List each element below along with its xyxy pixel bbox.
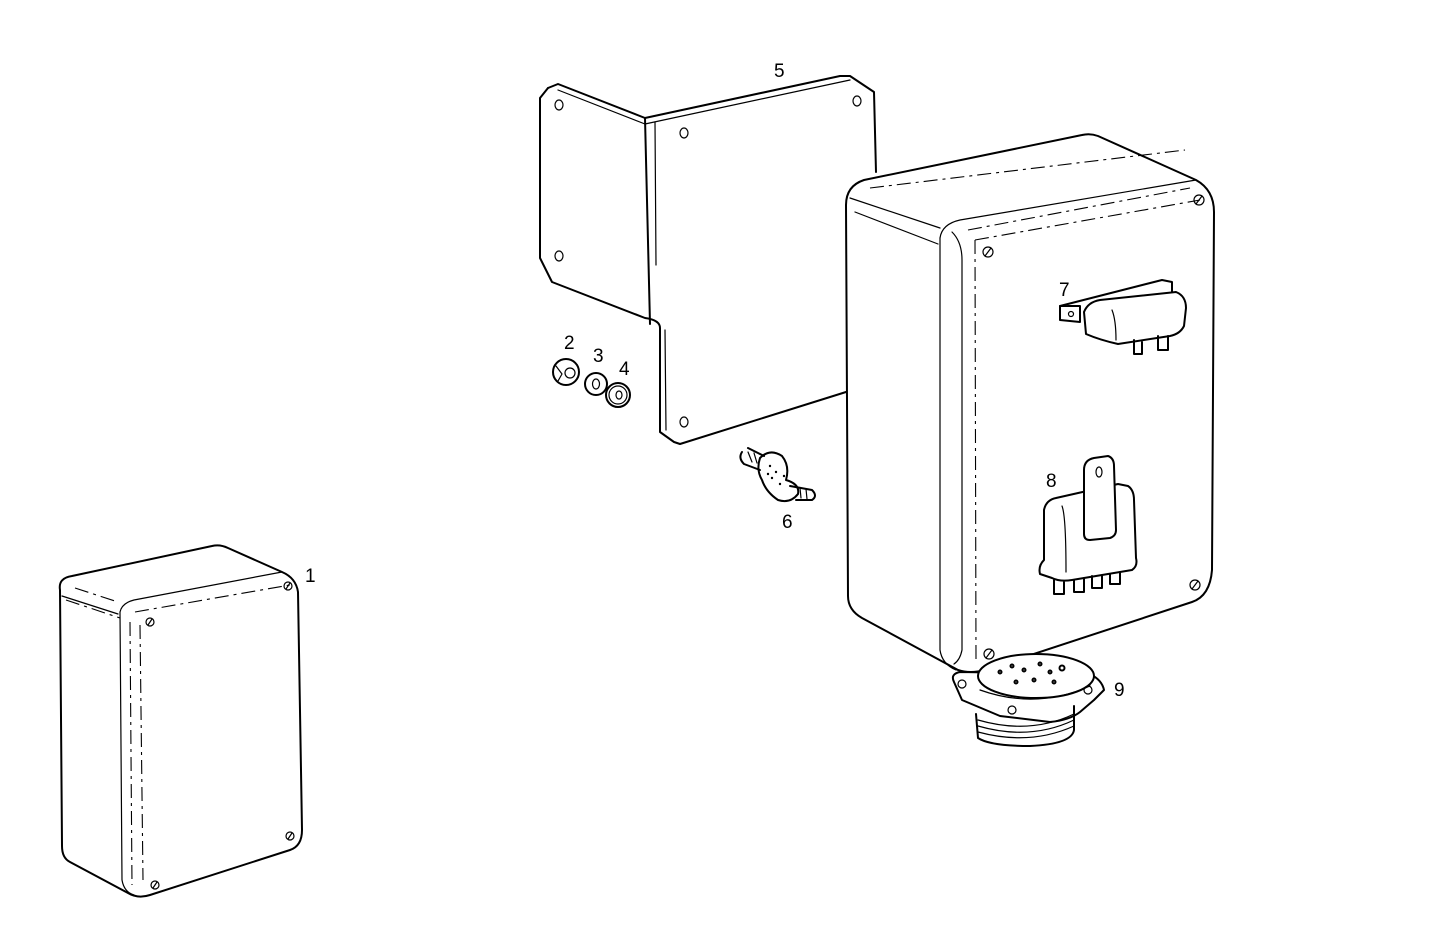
screw-icon [145,581,295,890]
part-6-rubber-mount [739,447,816,503]
callout-1: 1 [305,566,316,587]
main-control-box [845,133,1215,673]
part-2-nut [552,358,580,386]
callout-8: 8 [1046,471,1057,492]
part-3-spring-washer [584,372,608,396]
screw-icon [982,194,1205,660]
part-8-module [1038,455,1138,595]
part-5-bracket [539,75,877,445]
part-7-relay [1059,279,1187,355]
callout-7: 7 [1059,280,1070,301]
part-1-housing [58,544,303,898]
callout-6: 6 [782,512,793,533]
callout-5: 5 [774,61,785,82]
callout-3: 3 [593,346,604,367]
callout-2: 2 [564,333,575,354]
part-4-flat-washer [605,382,631,408]
hole-icon [554,95,862,428]
part-9-connector [951,653,1105,747]
callout-4: 4 [619,359,630,380]
callout-9: 9 [1114,680,1125,701]
